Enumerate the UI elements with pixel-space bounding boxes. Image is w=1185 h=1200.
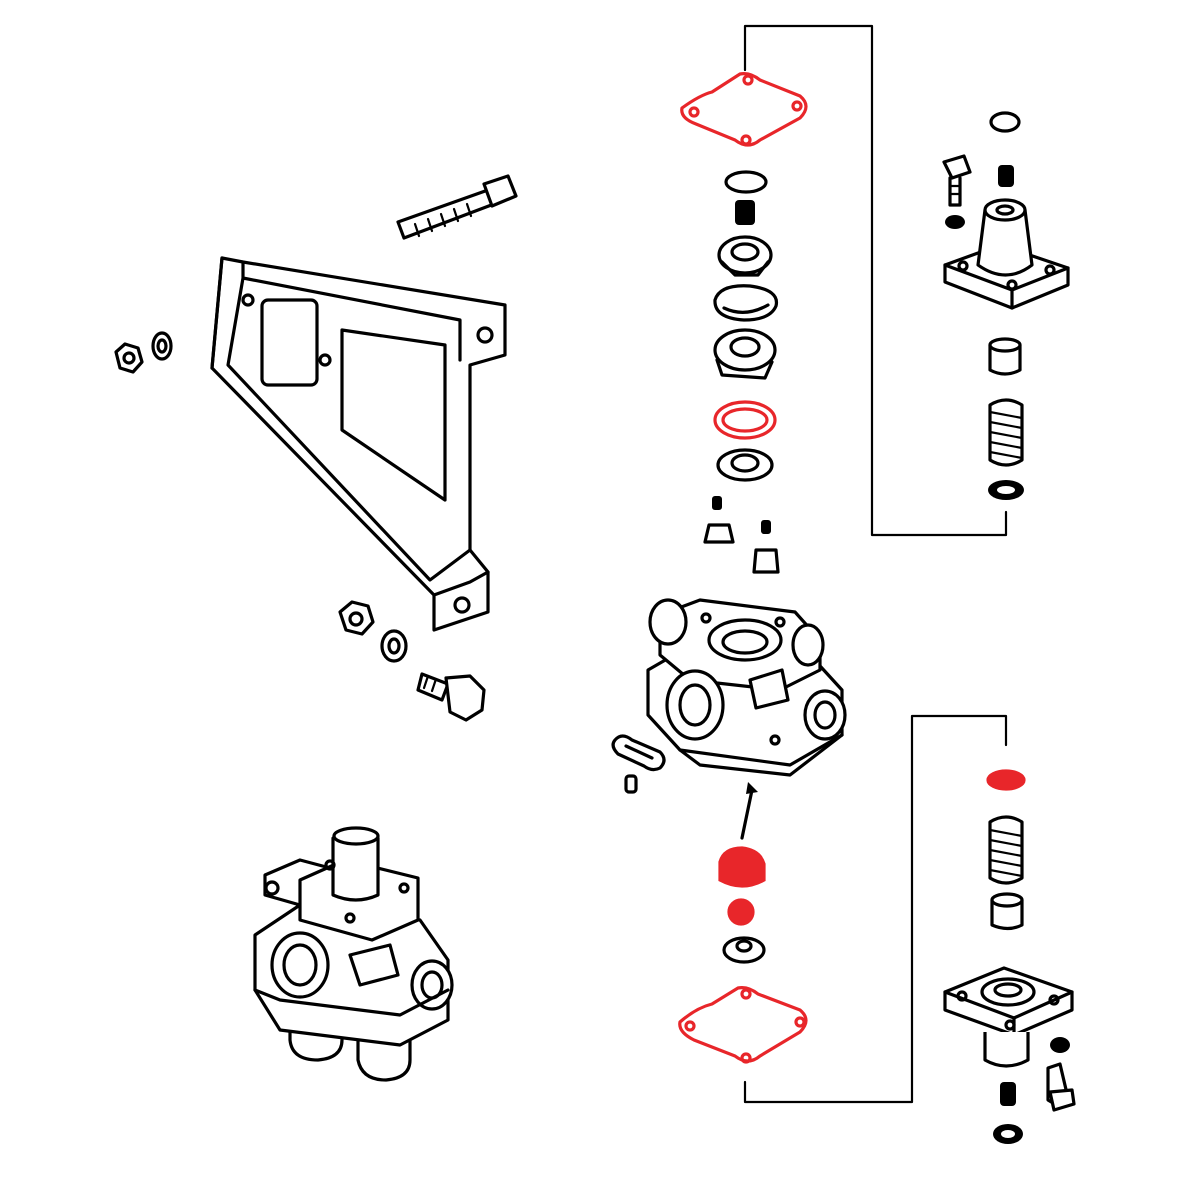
hex-nut-lower [338, 600, 375, 636]
long-bolt [396, 174, 518, 240]
bottom-right-assembly [943, 769, 1076, 1144]
o-ring-seal [713, 400, 777, 440]
mounting-bracket [210, 256, 507, 632]
washer-left [151, 331, 173, 361]
gasket-bottom [678, 986, 808, 1063]
bottom-stack [678, 714, 1008, 1104]
small-screw [624, 774, 638, 794]
short-bolt [416, 672, 486, 722]
assembled-valve [253, 826, 454, 1082]
small-seal-red [727, 898, 755, 926]
assembly-arrow [740, 782, 758, 840]
top-stack [680, 24, 1008, 574]
washer-red [986, 769, 1026, 791]
slot-plate [611, 734, 666, 772]
gasket-top [680, 72, 808, 147]
hex-nut-left [114, 342, 144, 374]
valve-body [646, 598, 847, 777]
washer-lower [380, 629, 408, 663]
top-right-assembly [942, 111, 1070, 500]
valve-cap-red [718, 846, 766, 888]
